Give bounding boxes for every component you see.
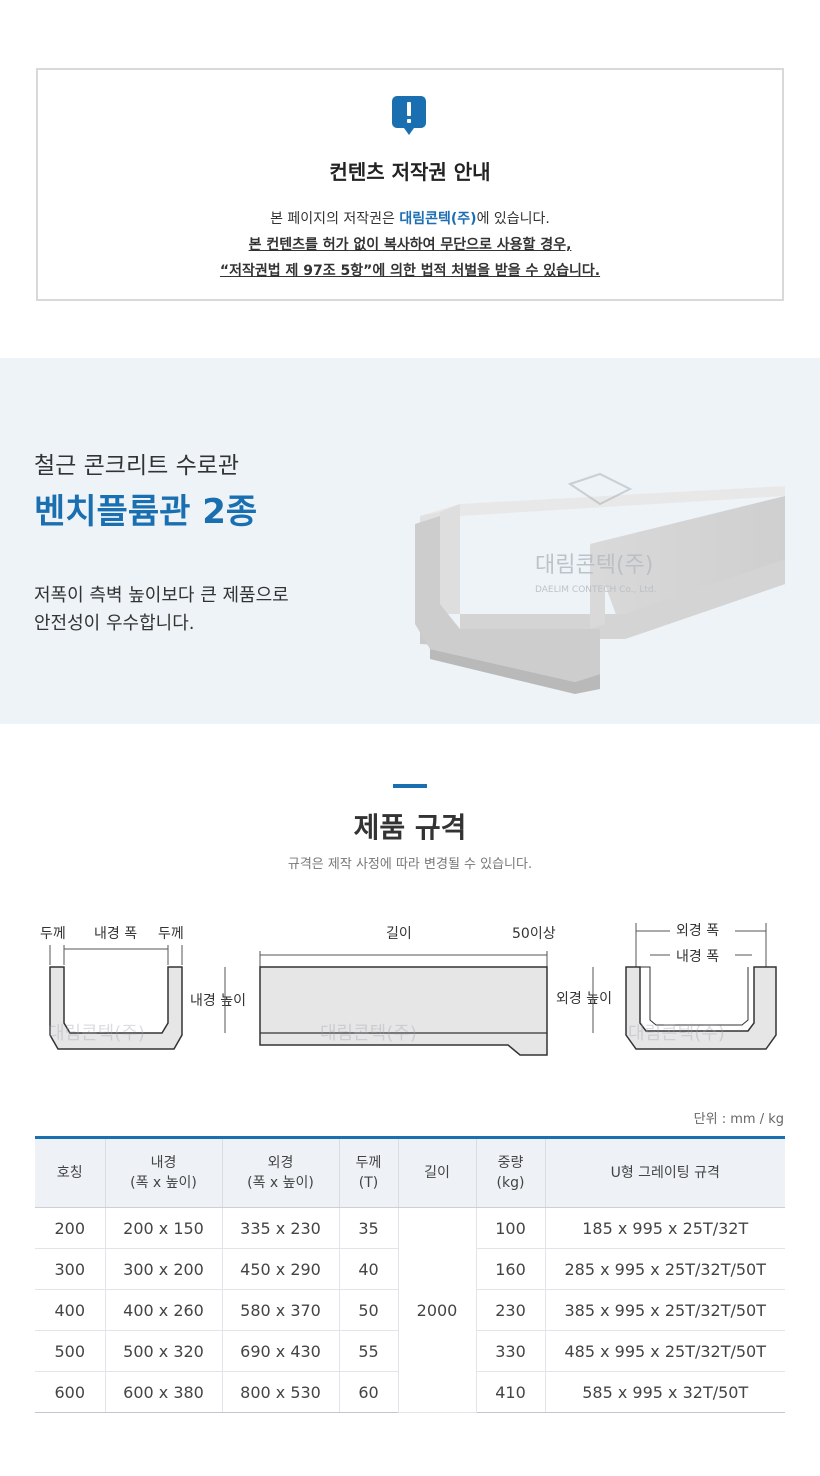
hero-watermark-text: 대림콘텍(주) [535, 553, 653, 578]
table-cell: 160 [476, 1248, 546, 1290]
table-cell: 55 [339, 1330, 399, 1372]
unit-label: 단위 : mm / kg [693, 1112, 784, 1127]
diagram-watermark-2: 대림콘텍(주) [320, 1023, 417, 1044]
header-weight: 중량(kg) [476, 1137, 546, 1208]
notice-suffix: 에 있습니다. [476, 211, 550, 227]
label-length: 길이 [386, 926, 412, 942]
label-inner-width: 내경 폭 [94, 926, 137, 942]
table-cell: 410 [476, 1371, 546, 1413]
label-thickness-left: 두께 [40, 926, 66, 942]
label-thickness-right: 두께 [158, 926, 184, 942]
diagram-watermark-3: 대림콘텍(주) [628, 1023, 725, 1044]
header-nominal: 호칭 [35, 1137, 106, 1208]
table-cell: 230 [476, 1289, 546, 1331]
hero-desc-line-1: 저폭이 측벽 높이보다 큰 제품으로 [34, 585, 289, 606]
notice-line-2: 본 컨텐츠를 허가 없이 복사하여 무단으로 사용할 경우, [248, 237, 572, 253]
table-cell: 485 x 995 x 25T/32T/50T [545, 1330, 785, 1372]
notice-line-1: 본 페이지의 저작권은 대림콘텍(주)에 있습니다. [38, 208, 782, 228]
table-cell: 450 x 290 [222, 1248, 340, 1290]
table-cell: 40 [339, 1248, 399, 1290]
table-cell: 585 x 995 x 32T/50T [545, 1371, 785, 1413]
hero-subtitle: 철근 콘크리트 수로관 [34, 453, 240, 479]
exclamation-icon [392, 96, 426, 135]
table-cell: 335 x 230 [222, 1207, 340, 1249]
label-over-50: 50이상 [512, 926, 556, 942]
label-inner-width-2: 내경 폭 [676, 949, 719, 965]
table-cell: 185 x 995 x 25T/32T [545, 1207, 785, 1249]
hero-watermark-english: DAELIM CONTECH Co., Ltd. [535, 585, 656, 595]
copyright-notice: 컨텐츠 저작권 안내 본 페이지의 저작권은 대림콘텍(주)에 있습니다. 본 … [36, 68, 784, 301]
table-cell: 580 x 370 [222, 1289, 340, 1331]
table-cell: 800 x 530 [222, 1371, 340, 1413]
header-grating: U형 그레이팅 규격 [545, 1137, 785, 1208]
table-cell: 600 [35, 1371, 106, 1413]
table-cell: 500 [35, 1330, 106, 1372]
table-cell: 690 x 430 [222, 1330, 340, 1372]
header-inner: 내경(폭 x 높이) [105, 1137, 223, 1208]
hero-desc-line-2: 안전성이 우수합니다. [34, 613, 195, 634]
label-outer-height: 외경 높이 [556, 991, 612, 1007]
table-cell: 385 x 995 x 25T/32T/50T [545, 1289, 785, 1331]
table-cell: 200 [35, 1207, 106, 1249]
table-cell: 285 x 995 x 25T/32T/50T [545, 1248, 785, 1290]
hero-title: 벤치플륨관 2종 [34, 492, 258, 532]
table-cell: 600 x 380 [105, 1371, 223, 1413]
notice-prefix: 본 페이지의 저작권은 [270, 211, 400, 227]
bench-flume-product-image: 대림콘텍(주) DAELIM CONTECH Co., Ltd. [415, 472, 785, 694]
table-cell: 330 [476, 1330, 546, 1372]
label-inner-height: 내경 높이 [190, 993, 246, 1009]
table-cell: 400 x 260 [105, 1289, 223, 1331]
brand-name: 대림콘텍(주) [399, 211, 477, 227]
table-cell: 300 [35, 1248, 106, 1290]
spec-note: 규격은 제작 사정에 따라 변경될 수 있습니다. [287, 857, 533, 872]
table-cell: 500 x 320 [105, 1330, 223, 1372]
section-accent-bar [393, 784, 427, 788]
spec-table: 호칭 내경(폭 x 높이) 외경(폭 x 높이) 두께(T) 길이 중량(kg)… [35, 1136, 785, 1413]
table-cell: 400 [35, 1289, 106, 1331]
table-cell: 100 [476, 1207, 546, 1249]
diagram-watermark-1: 대림콘텍(주) [48, 1023, 145, 1044]
notice-line-3: “저작권법 제 97조 5항”에 의한 법적 처벌을 받을 수 있습니다. [219, 263, 601, 279]
table-cell: 200 x 150 [105, 1207, 223, 1249]
table-header-row: 호칭 내경(폭 x 높이) 외경(폭 x 높이) 두께(T) 길이 중량(kg)… [35, 1137, 785, 1208]
spec-title: 제품 규격 [353, 811, 467, 844]
dimension-diagram: 두께 내경 폭 두께 내경 높이 길이 50이상 외경 높이 외경 폭 내경 폭… [40, 923, 777, 1056]
label-outer-width: 외경 폭 [676, 923, 719, 939]
length-cell: 2000 [398, 1207, 477, 1413]
table-cell: 300 x 200 [105, 1248, 223, 1290]
table-cell: 50 [339, 1289, 399, 1331]
table-cell: 60 [339, 1371, 399, 1413]
hero-description: 저폭이 측벽 높이보다 큰 제품으로 안전성이 우수합니다. [34, 582, 289, 638]
header-length: 길이 [398, 1137, 477, 1208]
hero-section: 철근 콘크리트 수로관 벤치플륨관 2종 저폭이 측벽 높이보다 큰 제품으로 … [0, 358, 820, 724]
notice-title: 컨텐츠 저작권 안내 [329, 160, 491, 184]
header-outer: 외경(폭 x 높이) [222, 1137, 340, 1208]
table-cell: 35 [339, 1207, 399, 1249]
header-thickness: 두께(T) [339, 1137, 399, 1208]
